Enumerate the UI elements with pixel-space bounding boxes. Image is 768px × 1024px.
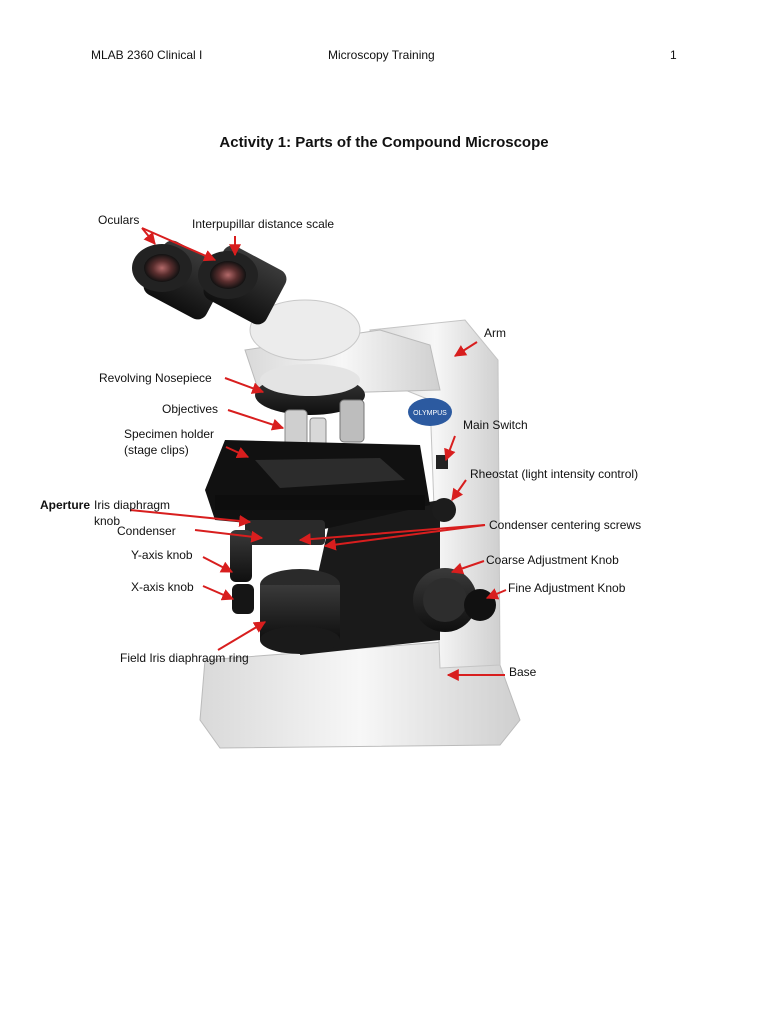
label-interpupillar: Interpupillar distance scale <box>192 217 335 231</box>
label-fine: Fine Adjustment Knob <box>508 581 626 595</box>
label-x-axis: X-axis knob <box>131 580 194 594</box>
label-condenser-centering: Condenser centering screws <box>489 518 642 532</box>
label-condenser: Condenser <box>117 524 176 538</box>
label-base: Base <box>509 665 537 679</box>
label-iris-knob: knob <box>94 514 121 528</box>
label-iris-diaphragm: Iris diaphragm <box>94 498 171 512</box>
header-section: Microscopy Training <box>328 48 435 62</box>
label-aperture: Aperture <box>40 498 91 512</box>
label-coarse: Coarse Adjustment Knob <box>486 553 619 567</box>
label-y-axis: Y-axis knob <box>131 548 193 562</box>
label-oculars: Oculars <box>98 213 140 227</box>
header-page-number: 1 <box>670 48 677 62</box>
page-title: Activity 1: Parts of the Compound Micros… <box>219 134 549 151</box>
label-main-switch: Main Switch <box>463 418 528 432</box>
oculars <box>132 240 287 325</box>
label-rheostat: Rheostat (light intensity control) <box>470 467 639 481</box>
label-stage-clips: (stage clips) <box>124 443 189 457</box>
label-field-iris: Field Iris diaphragm ring <box>120 651 249 665</box>
header-course: MLAB 2360 Clinical I <box>91 48 203 62</box>
label-specimen-holder: Specimen holder <box>124 427 215 441</box>
label-objectives: Objectives <box>162 402 219 416</box>
label-arm: Arm <box>484 326 506 340</box>
label-arrows <box>129 227 507 681</box>
label-revolving-nosepiece: Revolving Nosepiece <box>99 371 212 385</box>
brand-logo: OLYMPUS <box>413 410 447 417</box>
